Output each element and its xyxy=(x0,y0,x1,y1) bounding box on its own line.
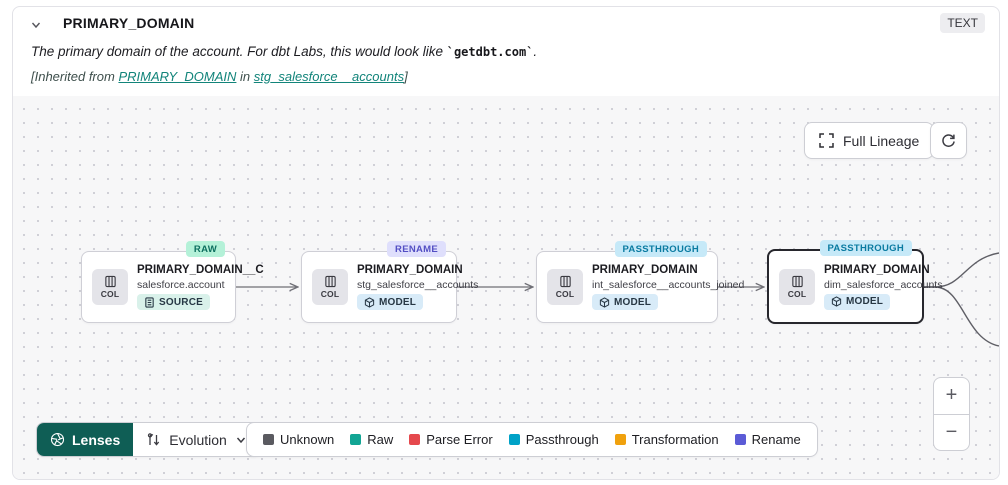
lineage-node[interactable]: RENAME COL PRIMARY_DOMAIN stg_salesforce… xyxy=(301,241,479,323)
refresh-icon xyxy=(942,134,955,147)
column-chip: COL xyxy=(92,269,128,305)
evolution-tag-badge: RENAME xyxy=(387,241,446,257)
column-chip-label: COL xyxy=(100,289,120,299)
zoom-in-button[interactable]: + xyxy=(934,378,969,415)
inherited-middle: in xyxy=(236,69,254,84)
lineage-node[interactable]: PASSTHROUGH COL PRIMARY_DOMAIN int_sales… xyxy=(536,241,745,323)
column-type-badge: TEXT xyxy=(940,13,985,33)
evolution-tag-badge: RAW xyxy=(185,241,225,257)
column-chip: COL xyxy=(547,269,583,305)
node-model-name: int_salesforce__accounts_joined xyxy=(592,279,745,291)
source-icon xyxy=(145,296,154,308)
aperture-icon xyxy=(50,432,65,447)
node-resource-badge: MODEL xyxy=(357,294,424,310)
description-text: The primary domain of the account. For d… xyxy=(31,44,447,59)
legend-label: Transformation xyxy=(631,432,719,447)
node-resource-label: MODEL xyxy=(614,296,652,308)
node-resource-label: MODEL xyxy=(379,296,417,308)
node-column-name: PRIMARY_DOMAIN xyxy=(357,264,463,276)
zoom-out-button[interactable]: − xyxy=(934,415,969,451)
node-body: PRIMARY_DOMAIN__C salesforce.account SOU… xyxy=(137,264,264,310)
evolution-icon xyxy=(148,432,160,446)
legend-item: Unknown xyxy=(263,432,334,447)
column-chip: COL xyxy=(779,268,815,305)
column-icon xyxy=(324,275,336,288)
column-chip-label: COL xyxy=(787,288,807,299)
legend-label: Raw xyxy=(367,432,394,447)
legend-swatch xyxy=(263,434,274,445)
inherited-column-link[interactable]: PRIMARY_DOMAIN xyxy=(118,69,237,84)
legend-swatch xyxy=(409,434,421,445)
legend-label: Unknown xyxy=(280,432,335,447)
column-chip-label: COL xyxy=(555,289,575,299)
zoom-controls: + − xyxy=(933,377,970,451)
full-lineage-label: Full Lineage xyxy=(843,132,920,149)
column-icon xyxy=(791,275,803,287)
node-column-name: PRIMARY_DOMAIN xyxy=(824,263,930,276)
node-body: PRIMARY_DOMAIN dim_salesforce_accounts M… xyxy=(824,263,943,310)
legend-label: Passthrough xyxy=(525,432,599,447)
node-model-name: dim_salesforce_accounts xyxy=(824,278,943,291)
column-title: PRIMARY_DOMAIN xyxy=(63,15,195,31)
legend-item: Raw xyxy=(350,432,393,447)
lens-selector[interactable]: Evolution xyxy=(133,423,260,456)
node-model-name: stg_salesforce__accounts xyxy=(357,279,479,291)
lens-legend: Unknown Raw Parse Error Passthrough Tran… xyxy=(246,422,818,457)
legend-label: Parse Error xyxy=(426,432,493,447)
lineage-node[interactable]: PASSTHROUGH COL PRIMARY_DOMAIN dim_sales… xyxy=(767,240,943,324)
node-column-name: PRIMARY_DOMAIN xyxy=(592,264,698,276)
column-details-card: PRIMARY_DOMAIN TEXT The primary domain o… xyxy=(12,6,1000,480)
full-lineage-button[interactable]: Full Lineage xyxy=(804,122,935,159)
column-chip: COL xyxy=(312,269,348,305)
evolution-tag-badge: PASSTHROUGH xyxy=(614,241,707,257)
node-resource-badge: SOURCE xyxy=(137,294,210,310)
evolution-tag-badge: PASSTHROUGH xyxy=(819,240,912,256)
lens-selector-value: Evolution xyxy=(169,431,227,448)
legend-swatch xyxy=(734,434,746,445)
legend-swatch xyxy=(614,434,626,445)
lenses-control: Lenses Evolution xyxy=(36,422,261,457)
lenses-button[interactable]: Lenses xyxy=(37,423,134,456)
legend-item: Transformation xyxy=(614,432,719,447)
inherited-from-line: [Inherited from PRIMARY_DOMAIN in stg_sa… xyxy=(31,69,408,84)
inherited-model-link[interactable]: stg_salesforce__accounts xyxy=(253,69,405,84)
legend-item: Parse Error xyxy=(409,432,493,447)
legend-swatch xyxy=(350,434,362,445)
description-code: `getdbt.com` xyxy=(446,45,534,59)
column-description: The primary domain of the account. For d… xyxy=(31,44,537,59)
inherited-prefix: [Inherited from xyxy=(31,69,119,84)
column-chip-label: COL xyxy=(320,289,340,299)
legend-item: Rename xyxy=(734,432,801,447)
node-resource-label: SOURCE xyxy=(159,296,203,308)
column-icon xyxy=(104,275,116,288)
legend-swatch xyxy=(508,434,520,445)
node-body: PRIMARY_DOMAIN int_salesforce__accounts_… xyxy=(592,264,745,310)
refresh-button[interactable] xyxy=(930,122,967,159)
node-body: PRIMARY_DOMAIN stg_salesforce__accounts … xyxy=(357,264,479,310)
model-icon xyxy=(599,296,610,308)
model-icon xyxy=(831,296,842,307)
chevron-down-icon xyxy=(236,437,245,443)
node-column-name: PRIMARY_DOMAIN__C xyxy=(137,264,264,276)
node-resource-badge: MODEL xyxy=(824,293,891,310)
node-resource-label: MODEL xyxy=(846,296,884,307)
lineage-canvas[interactable]: Full Lineage RAW COL PRIMARY_DOMAIN__C s… xyxy=(13,96,999,479)
node-resource-badge: MODEL xyxy=(592,294,659,310)
chevron-down-icon[interactable] xyxy=(29,18,43,32)
legend-item: Passthrough xyxy=(508,432,599,447)
model-icon xyxy=(364,296,375,308)
expand-icon xyxy=(819,133,834,148)
card-header: PRIMARY_DOMAIN TEXT xyxy=(13,7,999,41)
inherited-suffix: ] xyxy=(404,69,408,84)
lineage-node[interactable]: RAW COL PRIMARY_DOMAIN__C salesforce.acc… xyxy=(81,241,264,323)
description-period: . xyxy=(533,44,538,59)
node-model-name: salesforce.account xyxy=(137,279,225,291)
column-icon xyxy=(559,275,571,288)
lenses-label: Lenses xyxy=(72,431,121,448)
legend-label: Rename xyxy=(751,432,801,447)
